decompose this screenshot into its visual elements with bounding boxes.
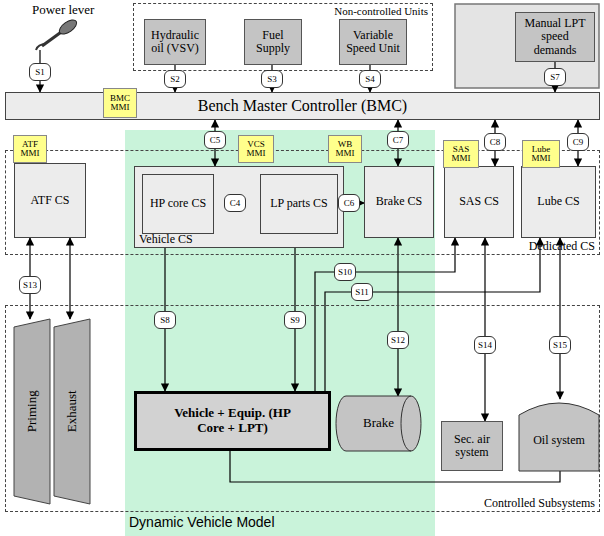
unit-box-text: Fuel Supply — [249, 29, 297, 56]
brake-cylinder: Brake — [336, 396, 421, 451]
signal-connector — [484, 238, 485, 421]
signal-callout: S3 — [261, 70, 283, 88]
mmi-box-text: ATF MMI — [16, 140, 44, 159]
signal-callout: S12 — [387, 331, 409, 349]
mmi-box-text: BMC MMI — [106, 94, 134, 113]
control-box: HP core CS — [142, 174, 214, 234]
signal-callout: S1 — [29, 63, 51, 81]
brake-cylinder-text: Brake — [363, 416, 394, 431]
oil-tank: Oil system — [519, 399, 599, 471]
signal-callout: C4 — [224, 194, 246, 212]
mmi-box-text: SAS MMI — [446, 145, 476, 164]
unit-box: Hydraulic oil (VSV) — [144, 19, 206, 65]
subsystem-box: Sec. air system — [441, 421, 503, 471]
group-box-text: Dedicated CS — [529, 240, 595, 253]
mmi-box-text: VCS MMI — [241, 140, 271, 159]
demand-box: Manual LPT speed demands — [515, 12, 595, 62]
signal-callout: C8 — [484, 133, 506, 151]
duct-shape: Priming — [14, 319, 50, 504]
signal-callout: S13 — [19, 276, 41, 294]
control-box-text: Lube CS — [537, 195, 579, 208]
unit-box-text: Variable Speed Unit — [344, 29, 402, 56]
cylinder-body — [336, 396, 421, 451]
oil-tank-text: Oil system — [533, 434, 585, 447]
duct-shape: Exhaust — [54, 319, 90, 504]
control-box: Brake CS — [364, 166, 434, 238]
duct-outline — [14, 319, 50, 504]
group-box: Controlled Subsystems Priming Exhaust Vehic… — [5, 305, 600, 512]
mmi-box-text: WB MMI — [331, 140, 359, 159]
mmi-box: Lube MMI — [522, 140, 560, 168]
signal-callout: C6 — [338, 194, 360, 212]
signal-connector — [325, 238, 540, 391]
control-box: Lube CS — [521, 166, 596, 238]
group-box-text: Controlled Subsystems — [484, 497, 595, 510]
lever-grip — [57, 17, 79, 37]
signal-connector — [230, 451, 560, 482]
control-box: LP parts CS — [260, 174, 338, 234]
signal-callout: C7 — [387, 131, 409, 149]
signal-callout: S7 — [544, 68, 566, 86]
tank-outline — [519, 403, 599, 471]
control-box-text: SAS CS — [459, 195, 499, 208]
control-box: ATF CS — [14, 163, 86, 238]
model-region-text: Dynamic Vehicle Model — [129, 515, 275, 531]
signal-connector — [69, 238, 70, 319]
signal-callout: S14 — [474, 336, 496, 354]
group-box: Non-controlled UnitsHydraulic oil (VSV) F… — [133, 3, 433, 71]
signal-callout: S4 — [359, 70, 381, 88]
subsystem-box-text: Sec. air system — [446, 433, 498, 460]
cylinder-end — [401, 396, 411, 451]
signal-callout: C9 — [567, 133, 589, 151]
control-box-text: HP core CS — [150, 197, 206, 210]
demand-box-text: Manual LPT speed demands — [520, 17, 590, 57]
signal-callout: S11 — [351, 283, 373, 301]
vehicle-box-text: Vehicle + Equip. (HP Core + LPT) — [165, 406, 300, 435]
mmi-box: SAS MMI — [443, 140, 479, 168]
mmi-box: VCS MMI — [238, 135, 274, 163]
signal-connector — [315, 238, 455, 391]
control-box-text: Brake CS — [376, 195, 422, 208]
lever-label: Power lever — [28, 2, 104, 50]
control-box: SAS CS — [444, 166, 514, 238]
signal-callout: S2 — [164, 70, 186, 88]
unit-box: Fuel Supply — [244, 19, 302, 65]
mmi-box: WB MMI — [328, 135, 362, 163]
signal-callout: C5 — [204, 131, 226, 149]
signal-connector — [397, 238, 398, 396]
control-box-text: ATF CS — [30, 194, 69, 207]
mmi-box: BMC MMI — [103, 88, 137, 118]
group-box: Dedicated CS ATF CS Vehicle CS HP core CS LP… — [5, 150, 600, 255]
group-box-text: Non-controlled Units — [334, 5, 428, 17]
lever-label-text: Power lever — [32, 3, 94, 18]
signal-connector — [559, 238, 560, 399]
control-box-text: LP parts CS — [270, 197, 328, 210]
model-region-fill — [125, 130, 435, 536]
mmi-box: ATF MMI — [13, 135, 47, 163]
duct-shape-text: Exhaust — [65, 391, 80, 433]
manual-frame — [455, 4, 599, 88]
vehicle-box: Vehicle + Equip. (HP Core + LPT) — [134, 391, 331, 451]
signal-callout: S9 — [284, 311, 306, 329]
controller-bar-text: Bench Master Controller (BMC) — [198, 97, 407, 115]
duct-outline — [54, 319, 90, 504]
duct-shape-text: Priming — [25, 391, 40, 433]
unit-box: Variable Speed Unit — [339, 19, 407, 65]
controller-bar: Bench Master Controller (BMC) — [5, 92, 600, 120]
mmi-box-text: Lube MMI — [525, 145, 557, 164]
group-box-text: Vehicle CS — [139, 233, 193, 246]
signal-callout: S8 — [154, 311, 176, 329]
signal-callout: S10 — [334, 263, 356, 281]
unit-box-text: Hydraulic oil (VSV) — [149, 29, 201, 56]
signal-callout: S15 — [549, 336, 571, 354]
